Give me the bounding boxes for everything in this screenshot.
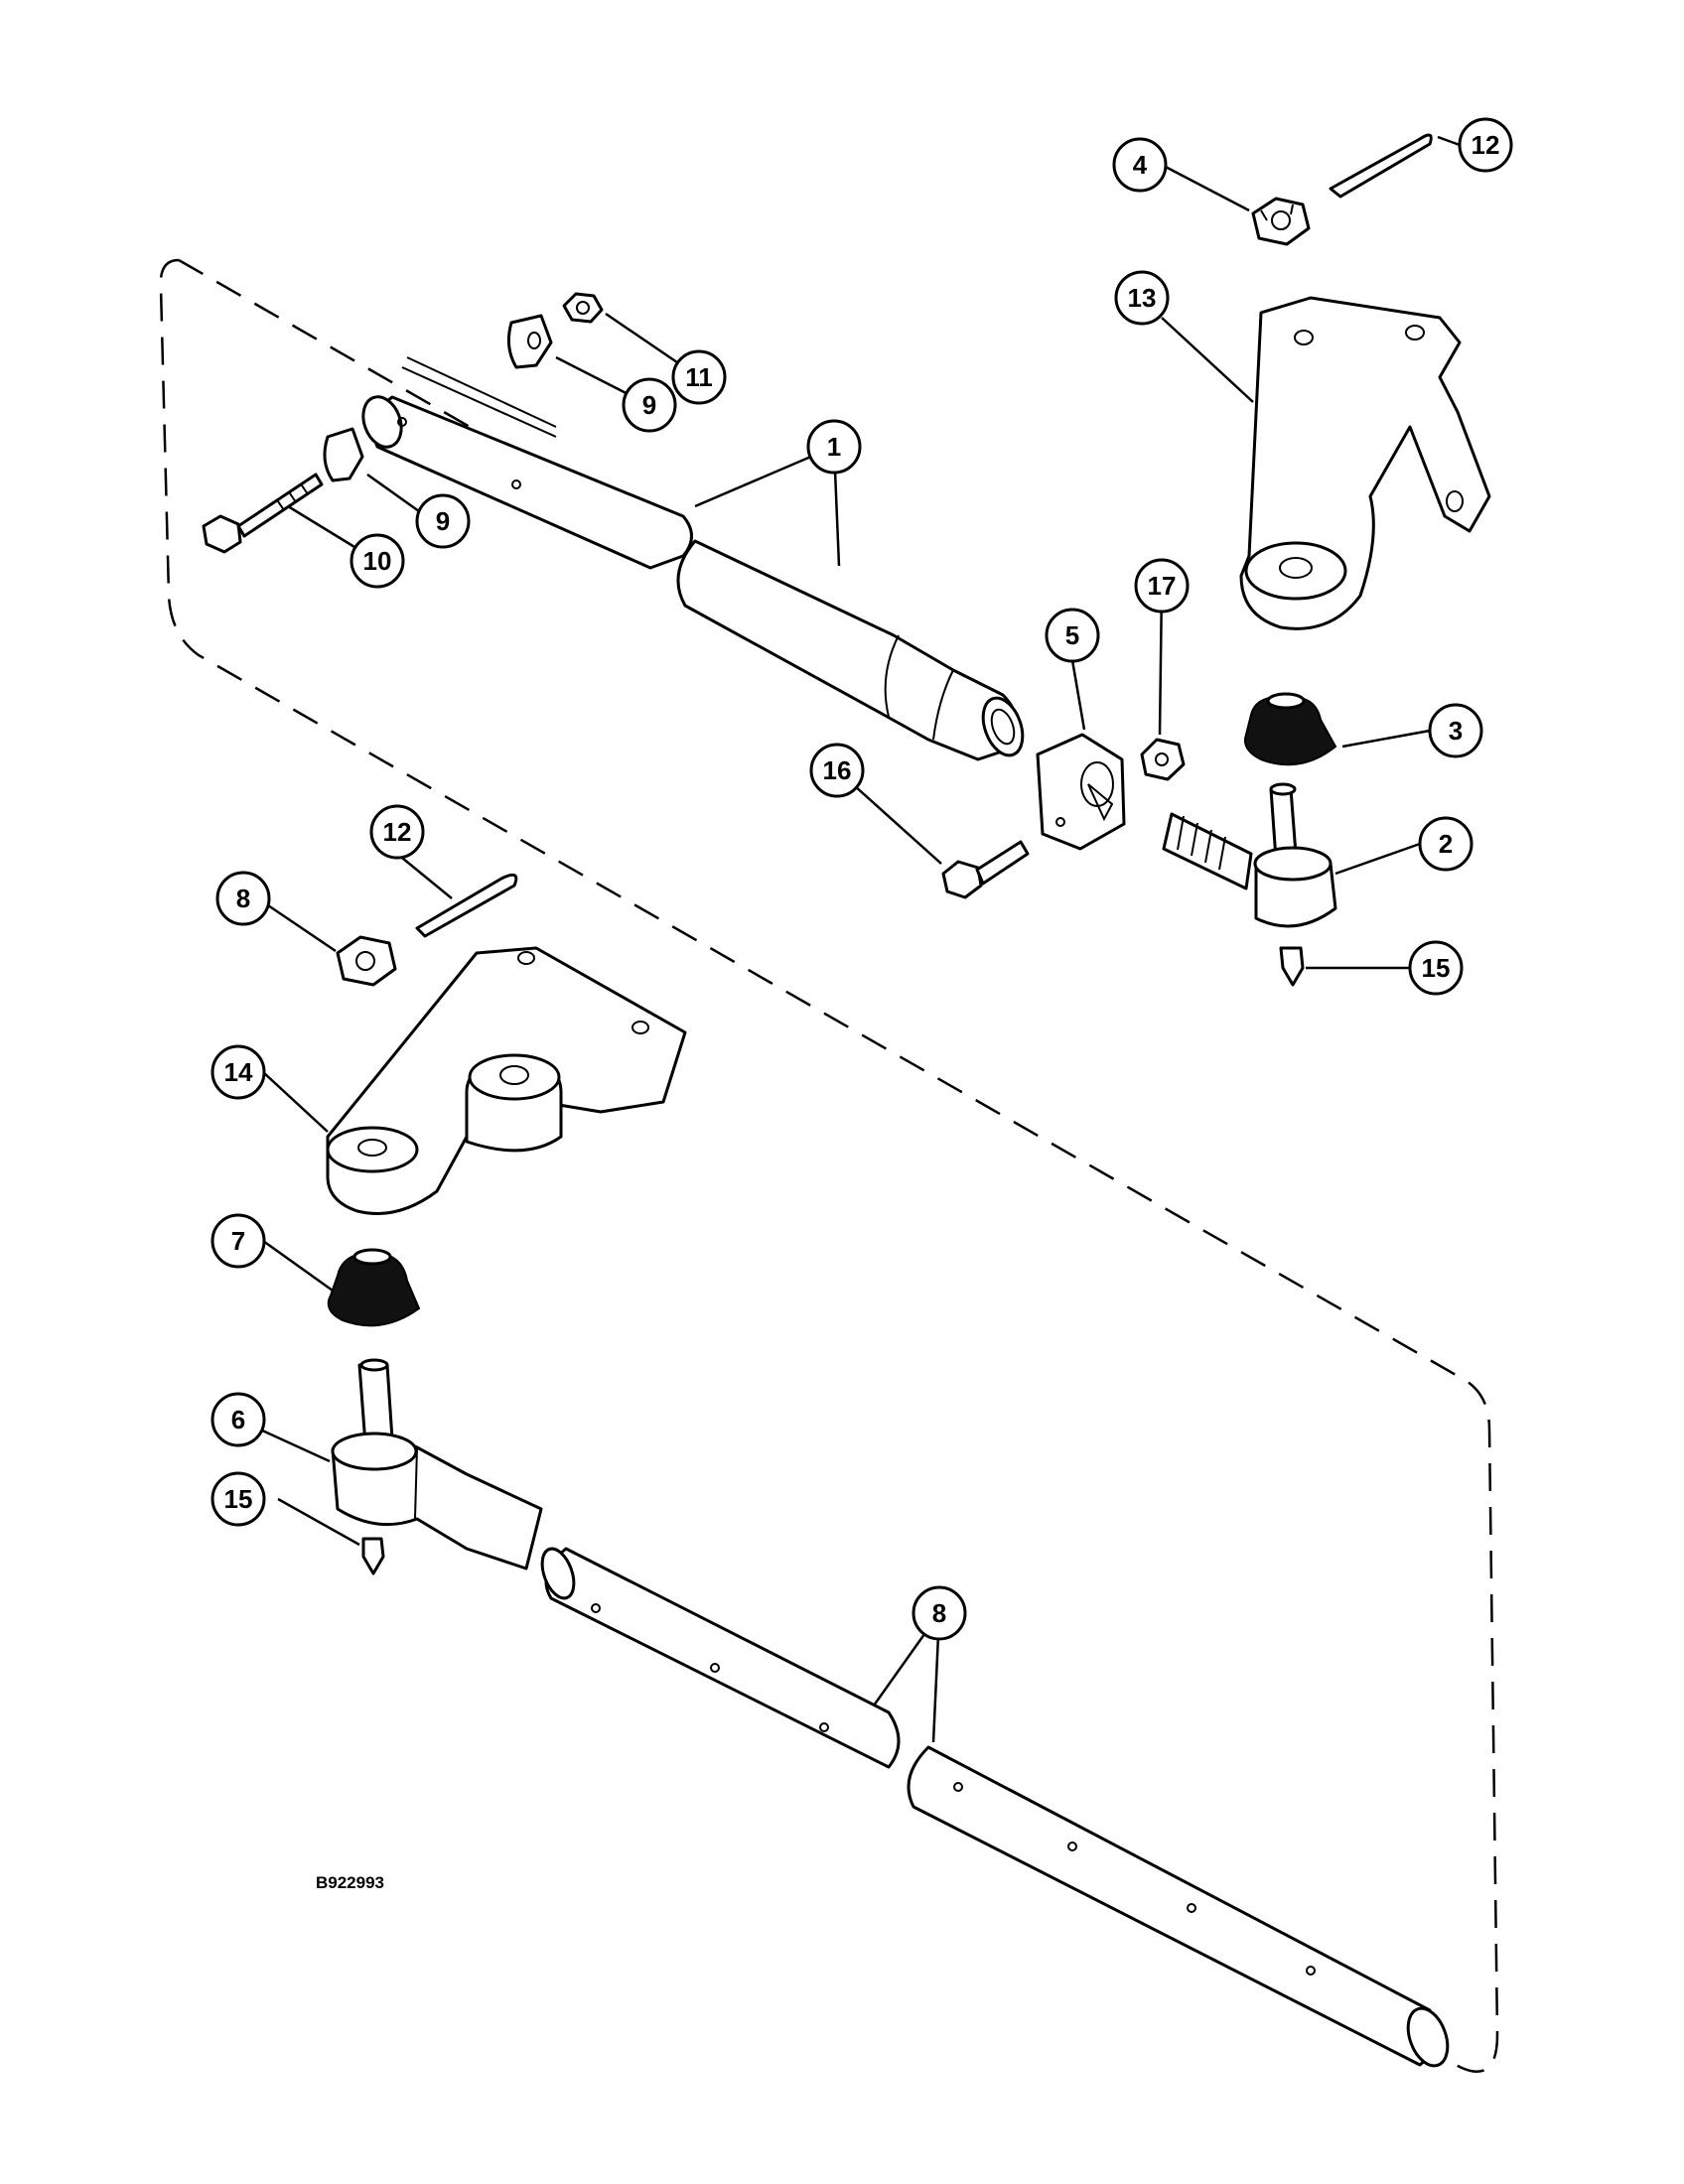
callout-1: 1 <box>806 419 862 475</box>
clamp-bracket <box>1036 733 1126 851</box>
callout-label: 3 <box>1449 716 1463 746</box>
callout-label: 11 <box>685 362 713 392</box>
callout-9-upper: 9 <box>622 377 677 433</box>
callout-14: 14 <box>210 1044 266 1100</box>
grease-fitting-upper <box>1279 946 1305 987</box>
callout-label: 8 <box>932 1598 946 1628</box>
callout-8-tube: 8 <box>912 1585 967 1641</box>
callout-12-lower: 12 <box>369 804 425 860</box>
tube-lower-left <box>540 1547 901 1769</box>
callout-17: 17 <box>1134 558 1190 614</box>
callout-13: 13 <box>1114 270 1170 326</box>
bolt-16 <box>941 840 1030 899</box>
dust-boot-upper <box>1244 692 1337 766</box>
callout-label: 2 <box>1439 829 1453 859</box>
callout-label: 14 <box>224 1057 253 1087</box>
callout-label: 10 <box>363 546 392 576</box>
tie-rod-end-lower <box>331 1358 543 1570</box>
castle-nut-lower <box>336 935 397 987</box>
callout-label: 1 <box>827 432 841 462</box>
hex-nut-upper <box>562 292 604 324</box>
leader-lines <box>259 135 1461 1743</box>
callout-label: 6 <box>231 1405 245 1434</box>
figure-id: B922993 <box>316 1873 384 1892</box>
callout-label: 5 <box>1065 620 1079 650</box>
callout-label: 15 <box>224 1484 253 1514</box>
clamp-lower <box>323 427 364 482</box>
callout-label: 4 <box>1133 150 1148 180</box>
callout-11: 11 <box>671 349 727 405</box>
tube-left <box>361 356 693 570</box>
callout-6: 6 <box>210 1392 266 1447</box>
tube-right <box>676 539 1025 761</box>
callout-3: 3 <box>1428 703 1483 758</box>
callout-12-upper: 12 <box>1458 117 1513 173</box>
cotter-pin-upper <box>1329 133 1433 199</box>
dust-boot-lower <box>327 1248 421 1327</box>
cotter-pin-lower <box>415 873 518 938</box>
callout-15-upper: 15 <box>1408 940 1464 996</box>
callout-label: 7 <box>231 1226 245 1256</box>
nut-17 <box>1140 738 1186 781</box>
callout-label: 9 <box>642 390 656 420</box>
callout-label: 17 <box>1148 571 1177 601</box>
callout-8-nut: 8 <box>215 871 271 926</box>
tie-rod-end-upper <box>1162 782 1337 928</box>
steering-arm-lower <box>326 946 687 1215</box>
callout-label: 13 <box>1128 283 1157 313</box>
callout-7: 7 <box>210 1213 266 1269</box>
grease-fitting-lower <box>361 1537 385 1575</box>
callout-2: 2 <box>1418 816 1474 872</box>
castle-nut-upper <box>1251 197 1311 246</box>
callout-label: 16 <box>823 755 852 785</box>
callout-16: 16 <box>809 743 865 798</box>
callout-label: 12 <box>383 817 412 847</box>
clamp-upper <box>506 314 553 369</box>
steering-arm-upper <box>1239 296 1491 630</box>
callout-5: 5 <box>1045 608 1100 663</box>
callout-4: 4 <box>1112 137 1168 193</box>
bolt <box>202 473 324 554</box>
callout-9-lower: 9 <box>415 493 471 549</box>
callout-10: 10 <box>350 533 405 589</box>
callout-label: 12 <box>1472 130 1500 160</box>
tube-lower-right <box>907 1745 1450 2068</box>
callout-label: 8 <box>236 884 250 913</box>
callout-label: 15 <box>1422 953 1451 983</box>
callout-15-lower: 15 <box>210 1471 266 1527</box>
callout-label: 9 <box>436 506 450 536</box>
